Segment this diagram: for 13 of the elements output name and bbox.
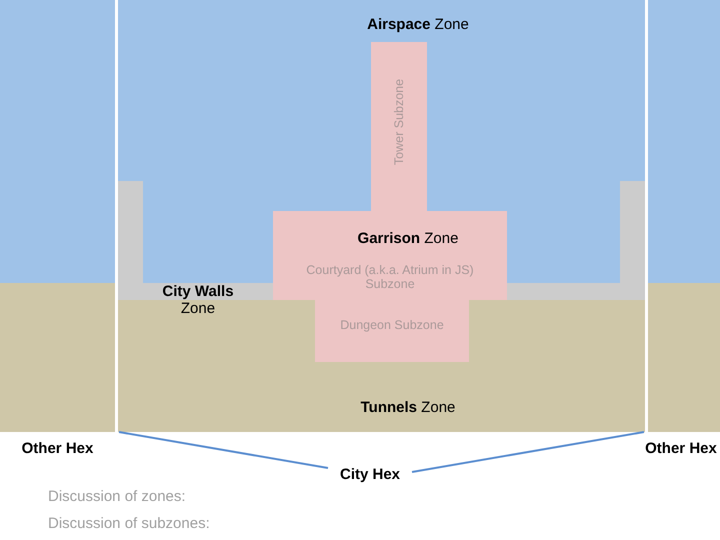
note-text: Discussion of subzones: — [48, 515, 210, 532]
hex-label: Other Hex — [20, 440, 94, 457]
subzone-label: Dungeon Subzone — [339, 318, 445, 332]
zone-label: Tunnels Zone — [343, 399, 473, 416]
hex-label: Other Hex — [644, 440, 718, 457]
note-text: Discussion of zones: — [48, 488, 186, 505]
subzone-label: Courtyard (a.k.a. Atrium in JS) Subzone — [305, 263, 475, 291]
zone-label: Garrison Zone — [356, 230, 460, 247]
hex-label: City Hex — [338, 466, 402, 483]
garrison-zone — [273, 42, 507, 362]
zone-label: Airspace Zone — [353, 16, 483, 33]
zone-label: City Walls Zone — [158, 283, 238, 317]
subzone-label: Tower Subzone — [392, 78, 406, 166]
